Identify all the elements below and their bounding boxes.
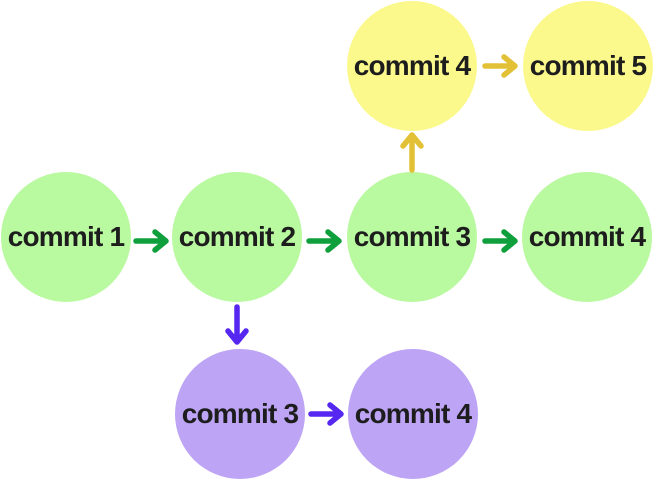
commit-label: commit 3 xyxy=(181,398,299,429)
commit-label: commit 4 xyxy=(353,50,471,81)
commit-label: commit 4 xyxy=(528,221,646,252)
arrow-right-icon xyxy=(482,54,518,78)
arrow-up-icon xyxy=(400,132,424,173)
commit-node-green-4: commit 4 xyxy=(522,172,652,302)
commit-node-yellow-5: commit 5 xyxy=(523,1,653,131)
arrow-down-icon xyxy=(225,304,249,345)
commit-label: commit 4 xyxy=(354,398,472,429)
commit-node-purple-3: commit 3 xyxy=(175,349,305,479)
arrow-right-icon xyxy=(133,229,169,253)
commit-node-green-2: commit 2 xyxy=(172,172,302,302)
commit-label: commit 2 xyxy=(178,221,296,252)
arrow-right-icon xyxy=(306,229,342,253)
commit-node-yellow-4: commit 4 xyxy=(347,1,477,131)
commit-label: commit 3 xyxy=(353,221,471,252)
commit-label: commit 1 xyxy=(7,221,125,252)
commit-node-green-1: commit 1 xyxy=(1,172,131,302)
commit-node-green-3: commit 3 xyxy=(347,172,477,302)
commit-node-purple-4: commit 4 xyxy=(348,349,478,479)
commit-label: commit 5 xyxy=(529,50,647,81)
arrow-right-icon xyxy=(308,402,344,426)
arrow-right-icon xyxy=(482,229,518,253)
